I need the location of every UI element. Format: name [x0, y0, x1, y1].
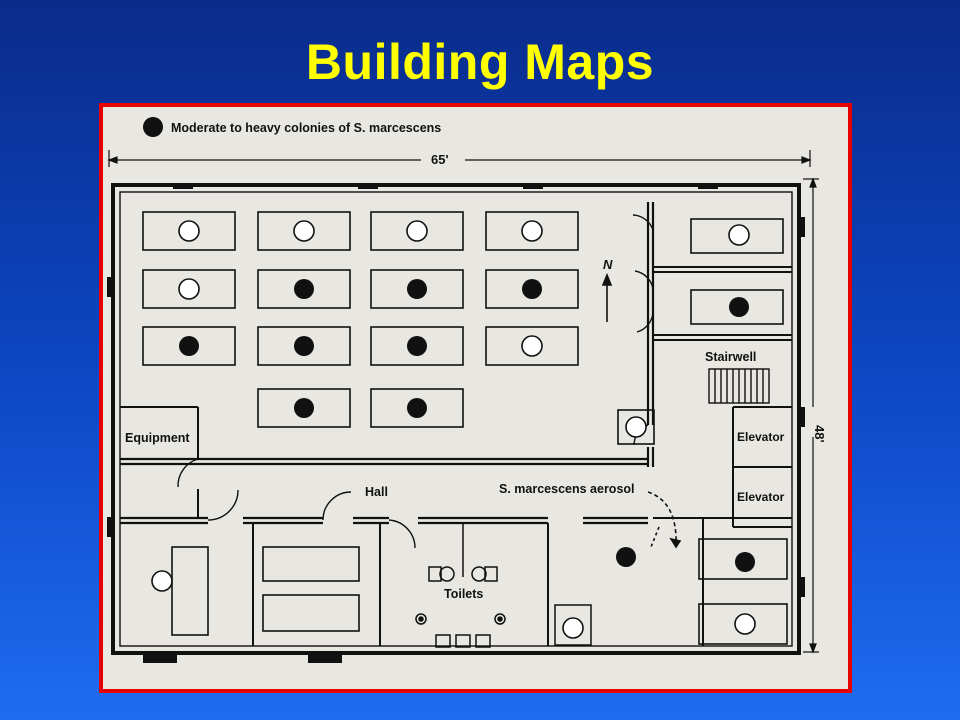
right-wing-walls	[547, 266, 792, 646]
lower-left-rooms	[252, 523, 381, 646]
height-dimension-label: 48'	[812, 425, 827, 443]
sampling-markers-open	[151, 220, 756, 639]
hall-walls	[120, 202, 655, 525]
office-desks	[142, 211, 579, 428]
windows	[107, 183, 805, 663]
height-dimension	[803, 177, 819, 654]
elevator-label-2: Elevator	[737, 490, 785, 504]
right-wing-desks	[690, 218, 788, 645]
slide-title: Building Maps	[305, 34, 655, 90]
stairwell-label: Stairwell	[705, 350, 756, 364]
legend-colony-marker	[143, 117, 163, 137]
floor-plan: Moderate to heavy colonies of S. marcesc…	[107, 117, 827, 663]
toilets-label: Toilets	[444, 587, 483, 601]
hall-label: Hall	[365, 485, 388, 499]
north-arrow	[601, 272, 613, 322]
legend-text: Moderate to heavy colonies of S. marcesc…	[171, 121, 441, 135]
aerosol-path-arrow	[647, 491, 682, 549]
width-dimension-label: 65'	[431, 152, 449, 167]
equipment-label: Equipment	[125, 431, 190, 445]
width-dimension	[107, 150, 812, 167]
aerosol-label: S. marcescens aerosol	[499, 482, 635, 496]
north-label: N	[603, 257, 613, 272]
lower-left-desks	[171, 546, 360, 636]
outer-wall	[111, 183, 801, 655]
service-unit	[617, 409, 655, 445]
stairwell-steps	[708, 368, 770, 404]
toilet-fixtures	[415, 523, 592, 648]
floor-plan-frame: Moderate to heavy colonies of S. marcesc…	[99, 103, 852, 693]
doors	[177, 214, 654, 549]
sampling-markers-colonies	[179, 279, 755, 572]
inner-wall-line	[119, 191, 793, 647]
elevator-label-1: Elevator	[737, 430, 785, 444]
equipment-room-walls	[120, 406, 199, 518]
